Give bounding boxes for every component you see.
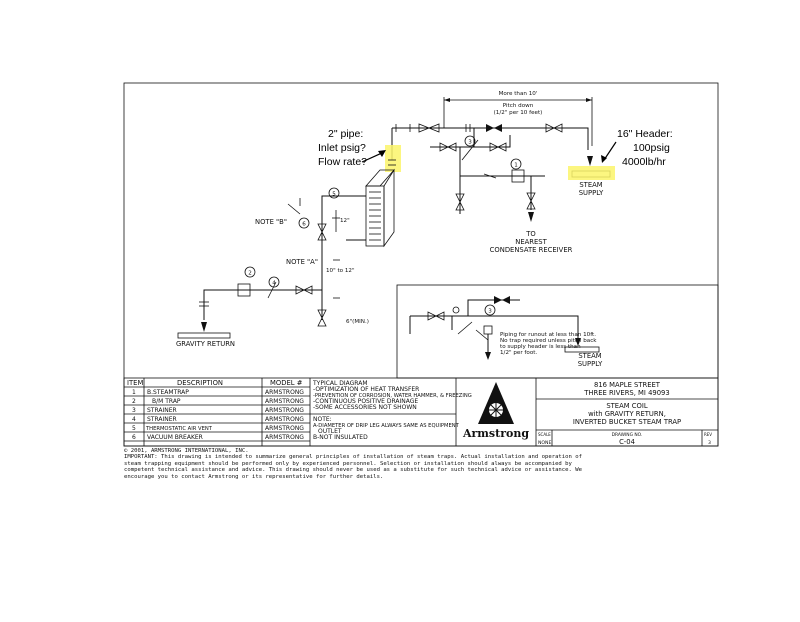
- header-annotation-arrow: [603, 141, 617, 161]
- svg-text:ARMSTRONG: ARMSTRONG: [265, 434, 304, 441]
- steam-supply-label-1: STEAM: [579, 181, 602, 189]
- callout-5: 5: [332, 192, 336, 198]
- inset-note-line1: Piping for runout at less than 10ft.: [500, 332, 596, 338]
- title-line-2: with GRAVITY RETURN,: [588, 410, 666, 418]
- svg-text:B/M TRAP: B/M TRAP: [152, 398, 181, 405]
- callout-2: 2: [248, 271, 252, 277]
- dim-12: 12": [340, 218, 350, 224]
- svg-text:2: 2: [132, 398, 136, 405]
- scale-label: SCALE: [538, 432, 551, 437]
- typical-line-3: -PREVENTION OF CORROSION, WATER HAMMER, …: [313, 393, 472, 399]
- inset-steam-label-2: SUPPLY: [578, 360, 603, 368]
- dim-pitch-rate: (1/2" per 10 feet): [494, 110, 543, 116]
- svg-text:STRAINER: STRAINER: [147, 407, 177, 414]
- svg-text:3: 3: [132, 407, 136, 414]
- dim-more-than-10: More than 10': [499, 91, 538, 97]
- valves: [388, 123, 563, 211]
- svg-text:THERMOSTATIC AIR VENT: THERMOSTATIC AIR VENT: [145, 426, 213, 432]
- callout-3-top: 3: [468, 140, 472, 146]
- svg-text:B.STEAMTRAP: B.STEAMTRAP: [147, 389, 189, 396]
- table-row: 6 VACUUM BREAKER ARMSTRONG: [132, 434, 304, 441]
- notes-line-3: OUTLET: [318, 428, 342, 435]
- callouts: 1 2 3 4 5 6: [244, 135, 522, 288]
- table-row: 1 B.STEAMTRAP ARMSTRONG: [132, 389, 304, 396]
- dim-10-to-12: 10" to 12": [326, 268, 355, 274]
- dim-pitch-down: Pitch down: [503, 103, 534, 109]
- typical-line-2: -OPTIMIZATION OF HEAT TRANSFER: [313, 386, 419, 393]
- inset-note-line3: to supply header is less than: [500, 344, 581, 350]
- scale-value: NONE: [538, 440, 551, 446]
- receiver-label-2: NEAREST: [515, 238, 547, 246]
- bom-table: [123, 377, 719, 447]
- typical-line-5: -SOME ACCESSORIES NOT SHOWN: [313, 404, 417, 411]
- footer-disclaimer: © 2001, ARMSTRONG INTERNATIONAL, INC. IM…: [124, 448, 594, 480]
- table-header-description: DESCRIPTION: [177, 379, 223, 387]
- pipe-annotation-line3: Flow rate?: [318, 156, 367, 168]
- header-annotation-line3: 4000lb/hr: [622, 156, 666, 168]
- notes-line-2: A-DIAMETER OF DRIP LEG ALWAYS SAME AS EQ…: [313, 423, 460, 429]
- svg-text:ARMSTRONG: ARMSTRONG: [265, 407, 304, 414]
- callout-4: 4: [272, 281, 276, 287]
- drawing-no-value: C-04: [619, 438, 635, 446]
- inset-steam-label-1: STEAM: [578, 352, 601, 360]
- header-annotation-line2: 100psig: [633, 142, 670, 154]
- inset-note-line2: No trap required unless pitch back: [500, 338, 597, 344]
- table-row: 2 B/M TRAP ARMSTRONG: [132, 398, 304, 405]
- pipe-annotation-line2: Inlet psig?: [318, 142, 366, 154]
- notes-line-4: B-NOT INSULATED: [313, 434, 368, 441]
- rev-value: 3: [708, 440, 711, 446]
- armstrong-logo: Armstrong: [462, 382, 529, 440]
- table-row: 5 THERMOSTATIC AIR VENT ARMSTRONG: [132, 425, 304, 432]
- svg-text:ARMSTRONG: ARMSTRONG: [265, 398, 304, 405]
- receiver-label-1: TO: [525, 230, 536, 238]
- svg-text:ARMSTRONG: ARMSTRONG: [265, 389, 304, 396]
- callout-6: 6: [302, 222, 306, 228]
- pipe-highlight: [385, 145, 401, 172]
- title-line-1: STEAM COIL: [606, 402, 648, 410]
- note-a-label: NOTE "A": [286, 258, 318, 266]
- svg-text:VACUUM BREAKER: VACUUM BREAKER: [147, 434, 203, 441]
- svg-text:1: 1: [132, 389, 136, 396]
- pipe-annotation-line1: 2" pipe:: [328, 128, 363, 140]
- header-annotation-line1: 16" Header:: [617, 128, 673, 140]
- svg-text:STRAINER: STRAINER: [147, 416, 177, 423]
- svg-text:ARMSTRONG: ARMSTRONG: [265, 416, 304, 423]
- steam-coil: [365, 168, 395, 248]
- title-line-3: INVERTED BUCKET STEAM TRAP: [573, 418, 681, 426]
- svg-text:5: 5: [132, 425, 136, 432]
- inset-callout-3: 3: [488, 309, 492, 315]
- dim-6-min: 6"(MIN.): [346, 319, 369, 325]
- copyright-text: © 2001, ARMSTRONG INTERNATIONAL, INC.: [124, 448, 249, 454]
- receiver-label-3: CONDENSATE RECEIVER: [490, 246, 573, 254]
- gravity-return-label: GRAVITY RETURN: [176, 340, 235, 348]
- table-row: 4 STRAINER ARMSTRONG: [132, 416, 304, 423]
- address-line-2: THREE RIVERS, MI 49093: [583, 389, 669, 397]
- typical-line-4: -CONTINUOUS POSITIVE DRAINAGE: [313, 398, 418, 405]
- table-header-model: MODEL #: [270, 379, 303, 387]
- supply-piping: [391, 97, 611, 222]
- address-line-1: 816 MAPLE STREET: [594, 381, 661, 389]
- svg-text:4: 4: [132, 416, 136, 423]
- note-b-label: NOTE "B": [255, 218, 287, 226]
- table-header-item: ITEM: [127, 379, 143, 387]
- typical-line-1: TYPICAL DIAGRAM: [312, 380, 368, 387]
- table-row: 3 STRAINER ARMSTRONG: [132, 407, 304, 414]
- brand-name: Armstrong: [462, 427, 529, 440]
- return-piping: [177, 195, 366, 339]
- inset-note-line4: 1/2" per foot.: [500, 350, 537, 356]
- steam-supply-label-2: SUPPLY: [579, 189, 604, 197]
- rev-label: REV: [704, 432, 712, 437]
- svg-text:ARMSTRONG: ARMSTRONG: [265, 425, 304, 432]
- notes-line-1: NOTE:: [313, 416, 332, 423]
- important-text: IMPORTANT: This drawing is intended to s…: [124, 454, 586, 480]
- header-highlight: [568, 166, 615, 180]
- drawing-no-label: DRAWING NO.: [612, 432, 643, 438]
- svg-text:6: 6: [132, 434, 136, 441]
- callout-1-top: 1: [514, 163, 518, 169]
